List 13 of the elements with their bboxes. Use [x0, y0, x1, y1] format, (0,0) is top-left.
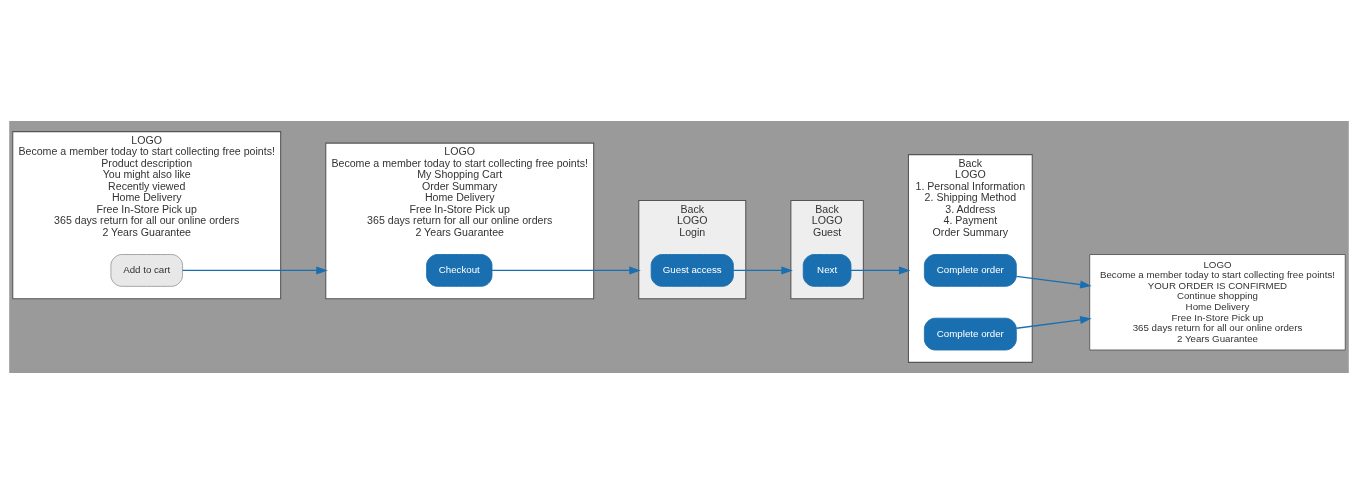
node-box: Guest access	[650, 253, 734, 287]
node-box: Add to cart	[110, 253, 183, 287]
arrow	[491, 265, 641, 274]
arrow	[850, 265, 911, 274]
node-box: Next	[802, 253, 852, 287]
node-box: LOGO Become a member today to start collecting free points! YOUR ORDER IS CONFIRMED Continue shopping Home Delivery Free In-Store Pick up 365 days return for all our online orders 2 Years Guarantee	[1089, 253, 1346, 350]
arrow	[181, 265, 328, 274]
node-box: Checkout	[426, 253, 493, 287]
arrow	[1015, 315, 1092, 329]
arrow	[732, 265, 793, 274]
arrow	[1015, 275, 1092, 289]
node-box: Complete order	[923, 317, 1017, 350]
node-box: Complete order	[923, 253, 1017, 287]
